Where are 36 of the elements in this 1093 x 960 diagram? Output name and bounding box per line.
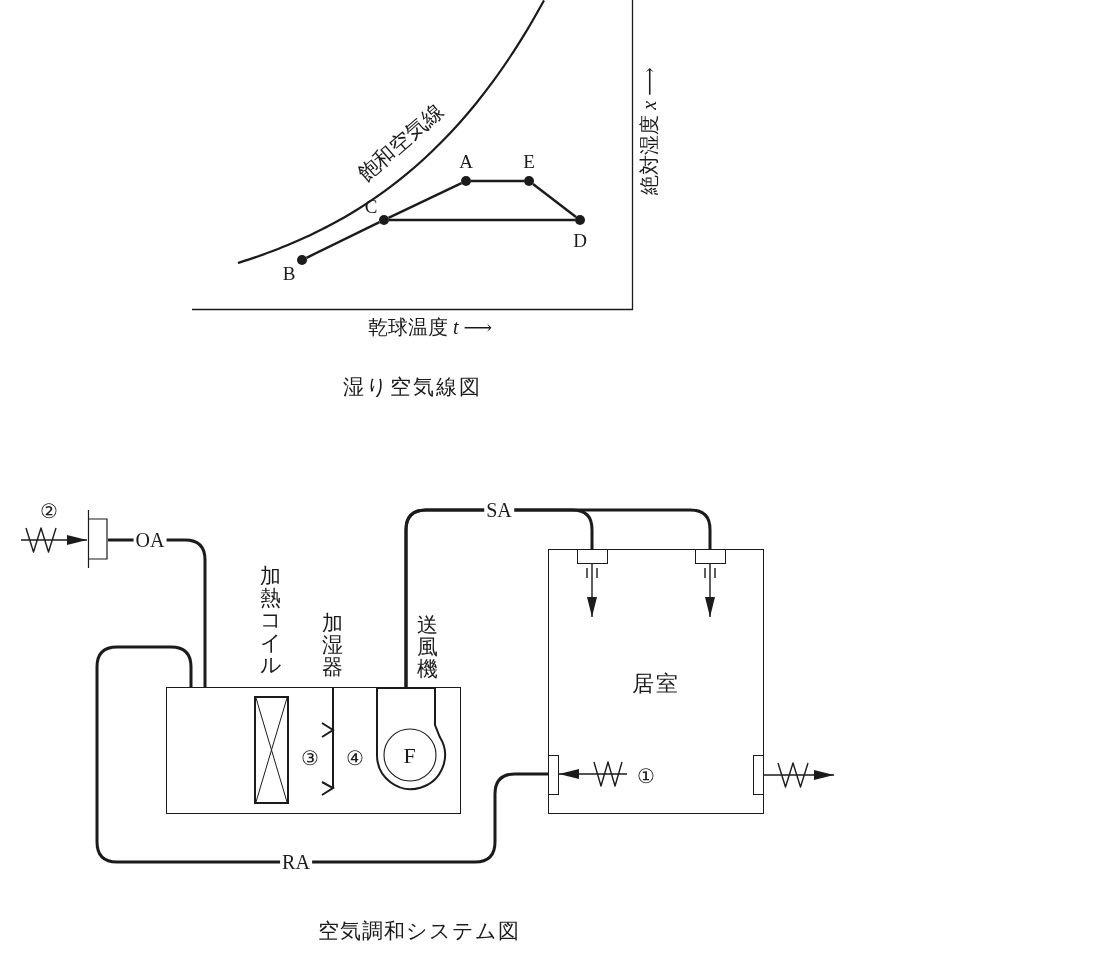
callout-number: ③ <box>301 748 319 768</box>
point-label: D <box>573 230 587 250</box>
grille <box>87 510 108 568</box>
room-box <box>548 549 764 814</box>
airflow-arrow <box>586 563 598 618</box>
callout-number: ① <box>637 766 655 786</box>
duct-line <box>95 645 548 864</box>
process-line <box>532 183 577 218</box>
point-label: A <box>459 151 473 171</box>
caption: 湿り空気線図 <box>342 376 482 398</box>
airflow-arrow <box>558 761 628 787</box>
grille <box>752 754 764 795</box>
component-label: 加湿器 <box>322 611 343 679</box>
airflow-arrow <box>20 527 88 553</box>
component-label: 加熱コイル <box>260 564 281 677</box>
process-line <box>471 179 524 183</box>
axis-label: 絶対湿度 x ⟶ <box>639 67 659 195</box>
callout-number: ④ <box>346 748 364 768</box>
process-line <box>305 221 381 259</box>
fan-letter: F <box>403 744 416 767</box>
airflow-arrow <box>704 563 716 618</box>
grille <box>547 754 559 795</box>
point-label: E <box>523 151 535 171</box>
room-label: 居室 <box>631 672 680 695</box>
diffuser <box>694 548 726 564</box>
curve-label: 飽和空気線 <box>354 100 448 186</box>
airflow-arrow <box>763 762 835 788</box>
duct-line <box>404 508 712 687</box>
diffuser <box>576 548 608 564</box>
component-label: 送風機 <box>417 613 438 681</box>
process-line <box>388 182 462 219</box>
process-line <box>389 218 575 222</box>
axis-label: 乾球温度 t ⟶ <box>367 317 493 337</box>
point-label: B <box>282 263 296 283</box>
callout-number: ② <box>40 501 58 521</box>
caption: 空気調和システム図 <box>318 920 520 942</box>
